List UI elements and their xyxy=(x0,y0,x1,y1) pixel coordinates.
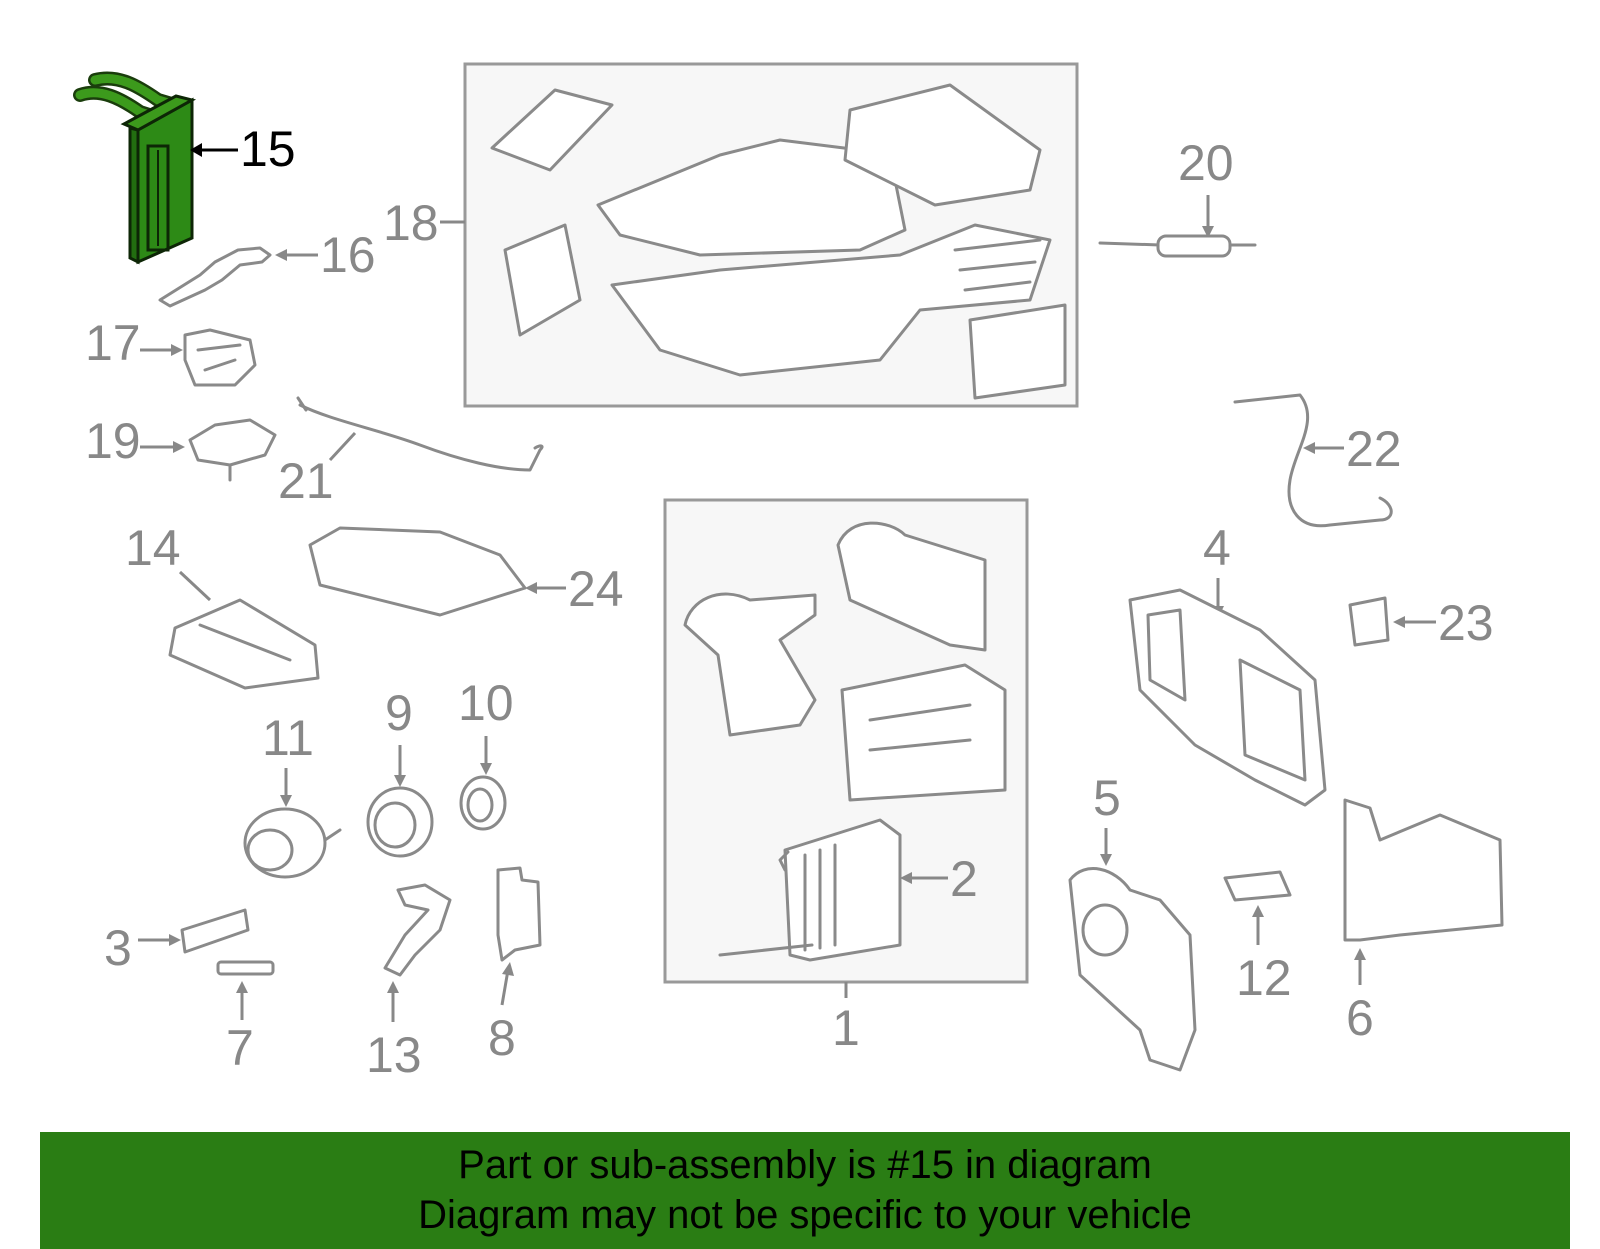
banner-line-1: Part or sub-assembly is #15 in diagram xyxy=(458,1143,1152,1187)
leader-arrow-23 xyxy=(1393,616,1405,628)
callout-9[interactable]: 9 xyxy=(385,685,413,741)
callout-14[interactable]: 14 xyxy=(125,520,181,576)
part-9-blower-wheel[interactable] xyxy=(366,786,434,858)
leader-arrow-10 xyxy=(480,763,492,775)
part-5-blower-housing[interactable] xyxy=(1068,867,1197,1072)
leader-arrow-22 xyxy=(1303,442,1315,454)
part-24-duct[interactable] xyxy=(308,526,527,617)
part-15-heater-core[interactable] xyxy=(73,71,197,265)
part-14-duct[interactable] xyxy=(168,598,320,690)
part-4-housing[interactable] xyxy=(1128,588,1327,807)
leader-arrow-17 xyxy=(171,344,183,356)
callout-21[interactable]: 21 xyxy=(278,453,334,509)
callout-8[interactable]: 8 xyxy=(488,1010,516,1066)
callout-19[interactable]: 19 xyxy=(85,413,141,469)
part-22-hose[interactable] xyxy=(1233,393,1393,528)
callout-6[interactable]: 6 xyxy=(1346,990,1374,1046)
part-11-blower-motor[interactable] xyxy=(243,807,342,879)
callout-7[interactable]: 7 xyxy=(226,1020,254,1076)
leader-arrow-15 xyxy=(190,143,202,157)
callout-22[interactable]: 22 xyxy=(1346,421,1402,477)
part-7-stud[interactable] xyxy=(216,960,275,976)
callout-16[interactable]: 16 xyxy=(320,227,376,283)
part-6-bracket[interactable] xyxy=(1343,798,1504,942)
leader-arrow-8 xyxy=(502,962,514,976)
callout-3[interactable]: 3 xyxy=(104,920,132,976)
part-19-actuator[interactable] xyxy=(188,418,277,482)
leader-arrow-9 xyxy=(394,775,406,787)
callout-18[interactable]: 18 xyxy=(383,195,439,251)
callout-15[interactable]: 15 xyxy=(240,121,296,177)
leader-line-8 xyxy=(500,969,510,1006)
info-banner: Part or sub-assembly is #15 in diagram D… xyxy=(40,1132,1570,1249)
leader-arrow-20 xyxy=(1202,226,1214,238)
callout-4[interactable]: 4 xyxy=(1203,520,1231,576)
leader-arrow-16 xyxy=(275,249,287,261)
exploded-parts-diagram: 15 16 17 19 21 xyxy=(73,62,1504,1083)
leader-arrow-5 xyxy=(1100,854,1112,866)
part-17-actuator[interactable] xyxy=(183,328,257,387)
part-10-seal[interactable] xyxy=(459,775,507,831)
part-3-resistor[interactable] xyxy=(180,908,250,954)
leader-arrow-19 xyxy=(173,441,185,453)
leader-arrow-11 xyxy=(280,795,292,807)
leader-arrow-7 xyxy=(236,981,248,993)
part-8-bracket[interactable] xyxy=(496,866,542,962)
part-18-hvac-case[interactable] xyxy=(490,83,1067,400)
leader-line-21 xyxy=(328,431,357,462)
callout-24[interactable]: 24 xyxy=(568,561,624,617)
callout-11[interactable]: 11 xyxy=(262,710,314,766)
part-12-grommet[interactable] xyxy=(1223,870,1292,902)
callout-20[interactable]: 20 xyxy=(1178,135,1234,191)
callout-1[interactable]: 1 xyxy=(832,1000,860,1056)
callout-12[interactable]: 12 xyxy=(1236,950,1292,1006)
leader-arrow-13 xyxy=(387,981,399,993)
callout-2[interactable]: 2 xyxy=(950,851,978,907)
part-1-blower-assembly[interactable] xyxy=(683,521,1007,962)
part-21-cable[interactable] xyxy=(296,396,544,472)
part-16-bracket[interactable] xyxy=(158,246,272,308)
leader-arrow-12 xyxy=(1252,905,1264,917)
callout-17[interactable]: 17 xyxy=(85,315,141,371)
leader-line-14 xyxy=(178,570,212,602)
leader-arrow-2 xyxy=(900,872,912,884)
part-13-strap[interactable] xyxy=(383,883,452,977)
banner-line-2: Diagram may not be specific to your vehi… xyxy=(418,1193,1192,1237)
leader-arrow-3 xyxy=(169,934,181,946)
callout-10[interactable]: 10 xyxy=(458,675,514,731)
callout-13[interactable]: 13 xyxy=(366,1027,422,1083)
callout-23[interactable]: 23 xyxy=(1438,595,1494,651)
callout-5[interactable]: 5 xyxy=(1093,770,1121,826)
part-20-sensor[interactable] xyxy=(1098,234,1257,258)
leader-arrow-6 xyxy=(1354,948,1366,960)
part-23-clip[interactable] xyxy=(1348,596,1390,647)
leader-arrow-24 xyxy=(525,582,537,594)
